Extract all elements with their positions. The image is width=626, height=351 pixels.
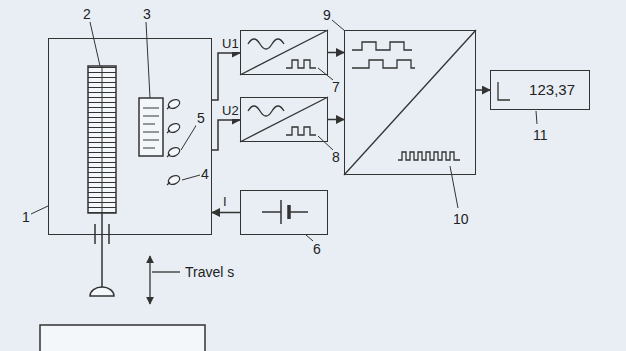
leader-line — [318, 68, 333, 80]
scale — [88, 66, 116, 213]
leader-line — [536, 111, 537, 124]
travel-arrow — [150, 256, 180, 304]
leader-line — [318, 136, 333, 150]
plunger — [90, 213, 114, 296]
leader-line — [90, 22, 100, 66]
photo-element — [167, 98, 181, 158]
travel-arrow — [152, 271, 180, 272]
signal-line — [212, 53, 240, 100]
plunger — [90, 287, 114, 296]
callout-number: 9 — [323, 7, 331, 23]
travel-arrow — [149, 256, 150, 304]
plunger — [101, 213, 103, 288]
leader-line — [31, 206, 48, 214]
converter-symbol — [248, 39, 284, 49]
photo-element — [167, 98, 181, 110]
callout-number: 5 — [196, 110, 206, 126]
counter-symbol — [352, 42, 412, 50]
display-bracket — [498, 82, 510, 100]
signal-line — [212, 120, 240, 150]
leader-line — [31, 20, 537, 241]
callout-number: 8 — [332, 149, 340, 165]
scale — [88, 66, 116, 213]
callout-number: 11 — [533, 127, 548, 143]
leader-line — [306, 235, 313, 241]
converter-symbol — [286, 127, 316, 135]
signal-line — [328, 119, 344, 121]
counter-symbol — [352, 60, 415, 68]
scanning-plate — [139, 98, 163, 156]
display-value: 123,37 — [529, 81, 575, 99]
travel-label: Travel s — [184, 264, 235, 280]
callout-number: 7 — [332, 79, 340, 95]
counter-symbol — [344, 30, 476, 175]
callout-number: 2 — [82, 6, 92, 22]
display-box: 123,3711 — [490, 70, 590, 110]
scanning-plate — [139, 98, 163, 156]
signal-label: U2 — [221, 103, 240, 119]
battery-box: 6 — [240, 190, 328, 235]
workpiece — [40, 325, 205, 351]
counter-symbol — [344, 30, 476, 175]
battery-symbol — [262, 200, 308, 224]
callout-number: 10 — [453, 211, 469, 227]
signal-line — [328, 52, 344, 54]
scale — [88, 66, 116, 213]
callout-number: 4 — [200, 166, 210, 182]
converter-symbol — [248, 106, 284, 116]
led — [167, 174, 181, 186]
leader-line — [182, 175, 200, 180]
signal-line — [476, 89, 490, 91]
converter-symbol — [286, 60, 316, 68]
converter-box: 7 — [240, 30, 328, 75]
callout-number: 3 — [142, 6, 152, 22]
callout-number: 1 — [22, 209, 30, 225]
led — [167, 182, 170, 185]
housing: 1 — [48, 38, 212, 235]
counter-box: 910 — [344, 30, 476, 175]
workpiece — [40, 325, 205, 351]
led — [167, 174, 181, 186]
converter-symbol — [240, 97, 328, 142]
converter-symbol — [240, 30, 328, 75]
callout-number: 6 — [313, 241, 321, 257]
plunger — [95, 224, 109, 244]
converter-box: 8 — [240, 97, 328, 142]
display-bracket — [498, 82, 510, 100]
signal-label: I — [222, 194, 228, 210]
signal-line — [212, 212, 240, 214]
battery-symbol — [262, 200, 308, 224]
converter-symbol — [240, 30, 328, 142]
scale — [102, 66, 103, 213]
leader-line — [181, 124, 197, 150]
photo-element — [167, 146, 181, 158]
leader-line — [450, 166, 458, 208]
signal-label: U1 — [221, 36, 240, 52]
counter-symbol — [398, 152, 460, 160]
photo-element — [167, 106, 170, 157]
scanning-plate — [143, 108, 159, 148]
battery-symbol — [287, 205, 291, 219]
leader-line — [146, 22, 150, 98]
photo-element — [167, 122, 181, 134]
